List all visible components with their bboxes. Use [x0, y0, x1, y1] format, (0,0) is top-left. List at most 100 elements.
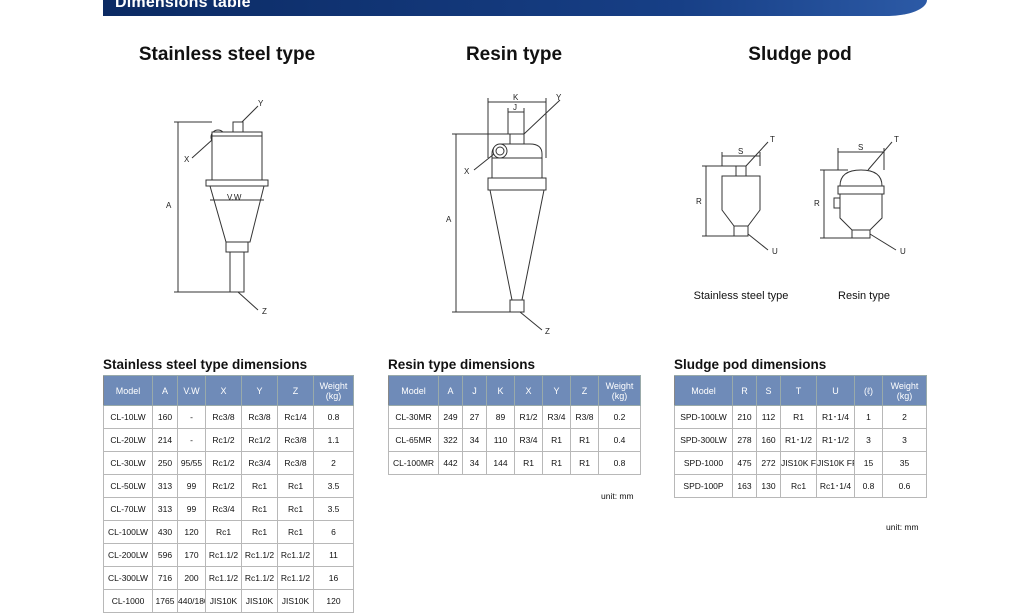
table-cell: 322 [438, 428, 463, 452]
table-cell: R1･1/4 [816, 405, 855, 429]
table-cell: R1･1/2 [780, 428, 817, 452]
table-cell: 272 [756, 451, 781, 475]
table-cell: 35 [882, 451, 927, 475]
table-cell: 2 [882, 405, 927, 429]
label-t: T [894, 135, 899, 144]
column-header: S [756, 375, 781, 406]
table-cell: Rc1 [241, 520, 278, 544]
table-cell: CL-65MR [388, 428, 439, 452]
resin-unit-note: unit: mm [601, 491, 634, 501]
table-cell: CL-30LW [103, 451, 153, 475]
table-cell: Rc1/2 [241, 428, 278, 452]
table-cell: 99 [177, 474, 206, 498]
table-cell: 99 [177, 497, 206, 521]
table-cell: 0.8 [854, 474, 883, 498]
column-header: (ℓ) [854, 375, 883, 406]
table-cell: R1･1/2 [816, 428, 855, 452]
column-header: Weight (kg) [313, 375, 354, 406]
table-cell: 3 [854, 428, 883, 452]
table-cell: JIS10K FF125A [780, 451, 817, 475]
table-cell: CL-10LW [103, 405, 153, 429]
table-cell: 15 [854, 451, 883, 475]
table-cell: 120 [177, 520, 206, 544]
table-cell: 160 [152, 405, 178, 429]
table-cell: 1 [854, 405, 883, 429]
table-cell: CL-30MR [388, 405, 439, 429]
table-cell: R3/8 [570, 405, 599, 429]
column-header: V.W [177, 375, 206, 406]
table-cell: 1765 [152, 589, 178, 613]
table-cell: Rc1.1/2 [241, 543, 278, 567]
table-cell: 120 [313, 589, 354, 613]
label-u: U [772, 247, 778, 256]
column-header: A [438, 375, 463, 406]
table-cell: 110 [486, 428, 515, 452]
table-cell: 1.1 [313, 428, 354, 452]
table-cell: Rc1 [205, 520, 242, 544]
column-header: R [732, 375, 757, 406]
stainless-steel-drawing: Y X V.W A Z [160, 92, 300, 322]
table-cell: 130 [756, 474, 781, 498]
table-cell: 89 [486, 405, 515, 429]
label-t: T [770, 135, 775, 144]
column-header: Z [277, 375, 314, 406]
table-cell: Rc1 [277, 497, 314, 521]
table-cell: 6 [313, 520, 354, 544]
table-cell: SPD-100P [674, 474, 733, 498]
table-cell: CL-20LW [103, 428, 153, 452]
table-cell: 430 [152, 520, 178, 544]
table-cell: Rc3/4 [241, 451, 278, 475]
label-x: X [184, 155, 190, 164]
table-cell: 27 [462, 405, 487, 429]
label-z: Z [545, 327, 550, 336]
table-cell: 144 [486, 451, 515, 475]
table-cell: 440/180 [177, 589, 206, 613]
column-header: X [514, 375, 543, 406]
table-cell: Rc1.1/2 [241, 566, 278, 590]
table-cell: CL-50LW [103, 474, 153, 498]
resin-type-title: Resin type [465, 44, 563, 65]
label-r: R [696, 197, 702, 206]
table-cell: Rc3/8 [205, 405, 242, 429]
table-cell: 313 [152, 474, 178, 498]
column-header: Model [388, 375, 439, 406]
table-cell: JIS10K [205, 589, 242, 613]
table-cell: 34 [462, 428, 487, 452]
label-u: U [900, 247, 906, 256]
table-cell: Rc1 [241, 474, 278, 498]
table-cell: Rc1/2 [205, 474, 242, 498]
sludge-table-title: Sludge pod dimensions [674, 357, 827, 372]
table-cell: 214 [152, 428, 178, 452]
table-cell: R1 [570, 451, 599, 475]
resin-type-drawing: K J Y X A Z [444, 88, 584, 338]
stainless-table-title: Stainless steel type dimensions [103, 357, 308, 372]
label-vw: V.W [227, 193, 242, 202]
column-header: Model [103, 375, 153, 406]
column-header: Z [570, 375, 599, 406]
label-y: Y [556, 93, 562, 102]
label-s: S [858, 143, 863, 152]
column-header: X [205, 375, 242, 406]
sludge-pod-resin-drawing: S T R U [808, 130, 918, 262]
table-cell: 249 [438, 405, 463, 429]
table-cell: - [177, 405, 206, 429]
table-cell: 3 [882, 428, 927, 452]
table-cell: 0.8 [313, 405, 354, 429]
table-cell: CL-100MR [388, 451, 439, 475]
table-cell: 112 [756, 405, 781, 429]
table-cell: R1 [542, 451, 571, 475]
table-cell: Rc1.1/2 [277, 566, 314, 590]
table-cell: 250 [152, 451, 178, 475]
